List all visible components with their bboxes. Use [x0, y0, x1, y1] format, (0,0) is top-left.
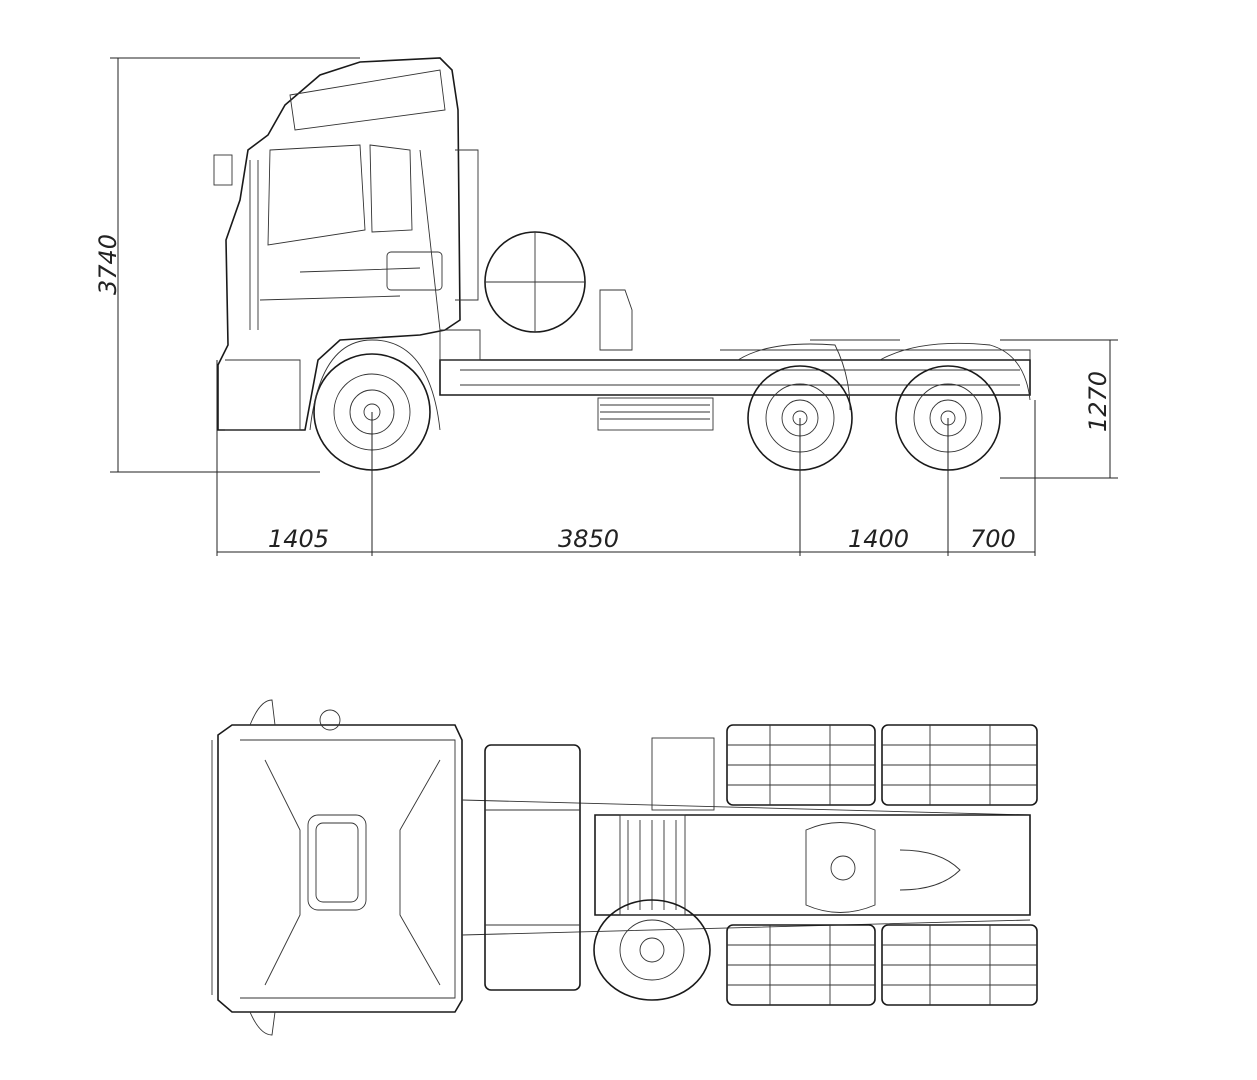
front-wheel-top [593, 899, 711, 1001]
front-wheel-side [309, 339, 441, 471]
dim-wheelbase: 3850 [558, 525, 619, 553]
dim-front-overhang: 1405 [268, 525, 329, 553]
dim-overall-height: 3740 [94, 234, 122, 295]
dim-fifth-wheel-height: 1270 [1084, 371, 1112, 432]
air-tank-side [439, 231, 633, 361]
dimension-lines-side [110, 57, 1118, 556]
chassis-top [461, 737, 1031, 991]
rear-wheels-top [726, 724, 1038, 1006]
cab-side [213, 57, 479, 431]
cab-top [211, 699, 463, 1036]
rear-wheel-1-side [747, 365, 853, 471]
dim-tandem-spacing: 1400 [848, 525, 909, 553]
top-view [211, 699, 1038, 1036]
side-view [213, 57, 1031, 471]
dim-rear-overhang: 700 [970, 525, 1016, 553]
